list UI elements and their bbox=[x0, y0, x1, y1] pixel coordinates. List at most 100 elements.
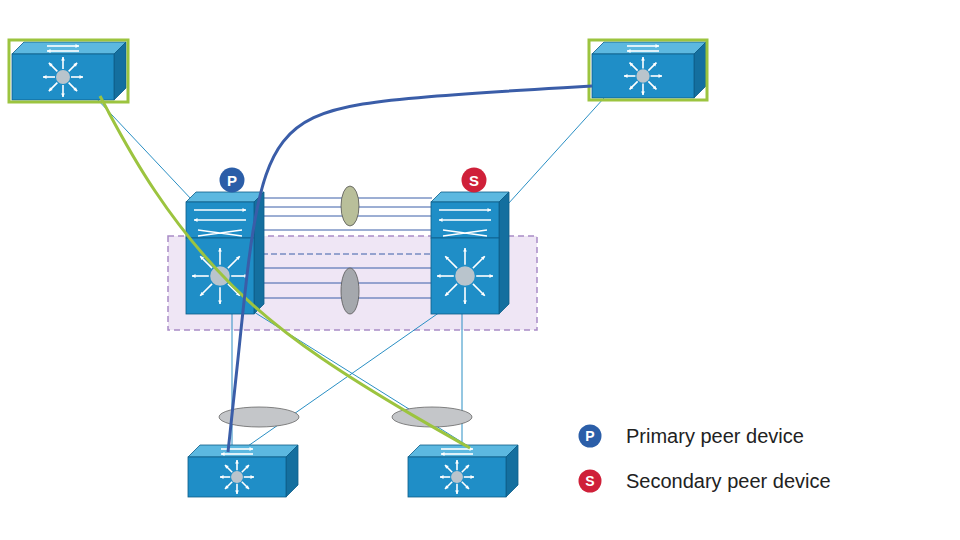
chassis-upper bbox=[431, 202, 499, 238]
hub-dot bbox=[231, 471, 243, 483]
hub-dot bbox=[455, 266, 475, 286]
chassis-lower bbox=[431, 238, 499, 314]
arrow-stroke bbox=[473, 256, 485, 268]
arrow-stroke bbox=[627, 45, 659, 47]
switch-front bbox=[12, 54, 114, 100]
arrow-stroke bbox=[630, 81, 638, 89]
arrow-head bbox=[641, 57, 645, 61]
legend-text: Primary peer device bbox=[626, 425, 804, 448]
swatch-fill bbox=[579, 425, 602, 448]
arrow-head bbox=[441, 452, 445, 456]
arrow-head bbox=[73, 87, 77, 91]
arrow-stroke bbox=[445, 465, 452, 472]
switch-side bbox=[694, 42, 706, 98]
link-line bbox=[462, 312, 463, 446]
access-switch bbox=[188, 445, 298, 497]
arrow-head bbox=[487, 208, 491, 212]
arrow-head bbox=[43, 75, 47, 79]
arrow-head bbox=[440, 475, 444, 479]
arrow-stroke bbox=[228, 256, 240, 268]
arrow-head bbox=[192, 274, 196, 278]
arrow-stroke bbox=[47, 50, 79, 52]
switch-front bbox=[188, 457, 286, 497]
arrow-head bbox=[445, 485, 449, 489]
swatch-letter: S bbox=[585, 474, 594, 488]
chassis-upper bbox=[186, 202, 254, 238]
switch-side bbox=[114, 42, 126, 100]
arrow-stroke bbox=[462, 465, 469, 472]
arrow-head bbox=[481, 256, 485, 260]
arrow-head bbox=[225, 465, 229, 469]
arrow-stroke bbox=[221, 453, 253, 455]
arrow-stroke bbox=[194, 209, 246, 211]
arrow-head bbox=[481, 292, 485, 296]
arrow-head bbox=[437, 274, 441, 278]
arrow-stroke bbox=[445, 256, 457, 268]
arrow-head bbox=[470, 475, 474, 479]
switch-top bbox=[592, 42, 706, 54]
arrow-head bbox=[61, 57, 65, 61]
arrow-head bbox=[624, 74, 628, 78]
peer-badge: P bbox=[219, 167, 245, 193]
arrow-head bbox=[463, 248, 467, 252]
crossbar bbox=[198, 230, 242, 236]
arrow-stroke bbox=[69, 83, 77, 91]
arrow-stroke bbox=[225, 482, 232, 489]
access-switch bbox=[592, 42, 706, 98]
arrow-head bbox=[627, 49, 631, 53]
arrow-head bbox=[465, 465, 469, 469]
secondary-chassis-switch bbox=[431, 192, 509, 314]
legend-swatch: S bbox=[578, 469, 602, 493]
hub-dot bbox=[56, 70, 70, 84]
legend-item: P Primary peer device bbox=[578, 424, 804, 448]
peer-link-line bbox=[262, 268, 432, 269]
arrow-head bbox=[455, 460, 459, 464]
chassis-top bbox=[431, 192, 509, 202]
arrow-head bbox=[79, 75, 83, 79]
arrow-head bbox=[655, 44, 659, 48]
arrow-head bbox=[218, 248, 222, 252]
arrow-stroke bbox=[439, 209, 491, 211]
link-line bbox=[508, 98, 604, 204]
arrow-head bbox=[194, 218, 198, 222]
swatch-letter: P bbox=[585, 429, 594, 443]
switch-side bbox=[506, 445, 518, 497]
arrow-head bbox=[218, 300, 222, 304]
arrow-stroke bbox=[630, 63, 638, 71]
highlight-frame bbox=[9, 40, 128, 102]
arrow-head bbox=[463, 300, 467, 304]
peer-link-line bbox=[262, 254, 432, 255]
arrow-stroke bbox=[439, 219, 491, 221]
arrow-stroke bbox=[441, 453, 473, 455]
arrow-head bbox=[245, 485, 249, 489]
badge-letter: P bbox=[227, 173, 237, 188]
arrow-head bbox=[250, 475, 254, 479]
switch-front bbox=[408, 457, 506, 497]
arrow-head bbox=[75, 44, 79, 48]
primary-chassis-switch bbox=[186, 192, 264, 314]
arrow-stroke bbox=[47, 45, 79, 47]
arrow-head bbox=[245, 465, 249, 469]
arrow-stroke bbox=[221, 448, 253, 450]
arrow-head bbox=[653, 63, 657, 67]
arrow-head bbox=[630, 63, 634, 67]
peer-badge: S bbox=[461, 167, 487, 193]
arrow-head bbox=[653, 86, 657, 90]
traffic-flow bbox=[228, 86, 592, 452]
arrow-stroke bbox=[242, 465, 249, 472]
legend-item: SSecondary peer device bbox=[578, 469, 831, 493]
arrow-head bbox=[235, 490, 239, 494]
arrow-head bbox=[445, 256, 449, 260]
arrow-head bbox=[61, 93, 65, 97]
badge-fill bbox=[462, 168, 487, 193]
port-channel-oval bbox=[341, 186, 359, 226]
swatch-fill bbox=[579, 470, 602, 493]
arrow-stroke bbox=[473, 284, 485, 296]
arrow-stroke bbox=[194, 219, 246, 221]
hub-dot bbox=[636, 69, 649, 82]
arrow-head bbox=[641, 91, 645, 95]
arrow-head bbox=[49, 63, 53, 67]
arrow-head bbox=[221, 452, 225, 456]
